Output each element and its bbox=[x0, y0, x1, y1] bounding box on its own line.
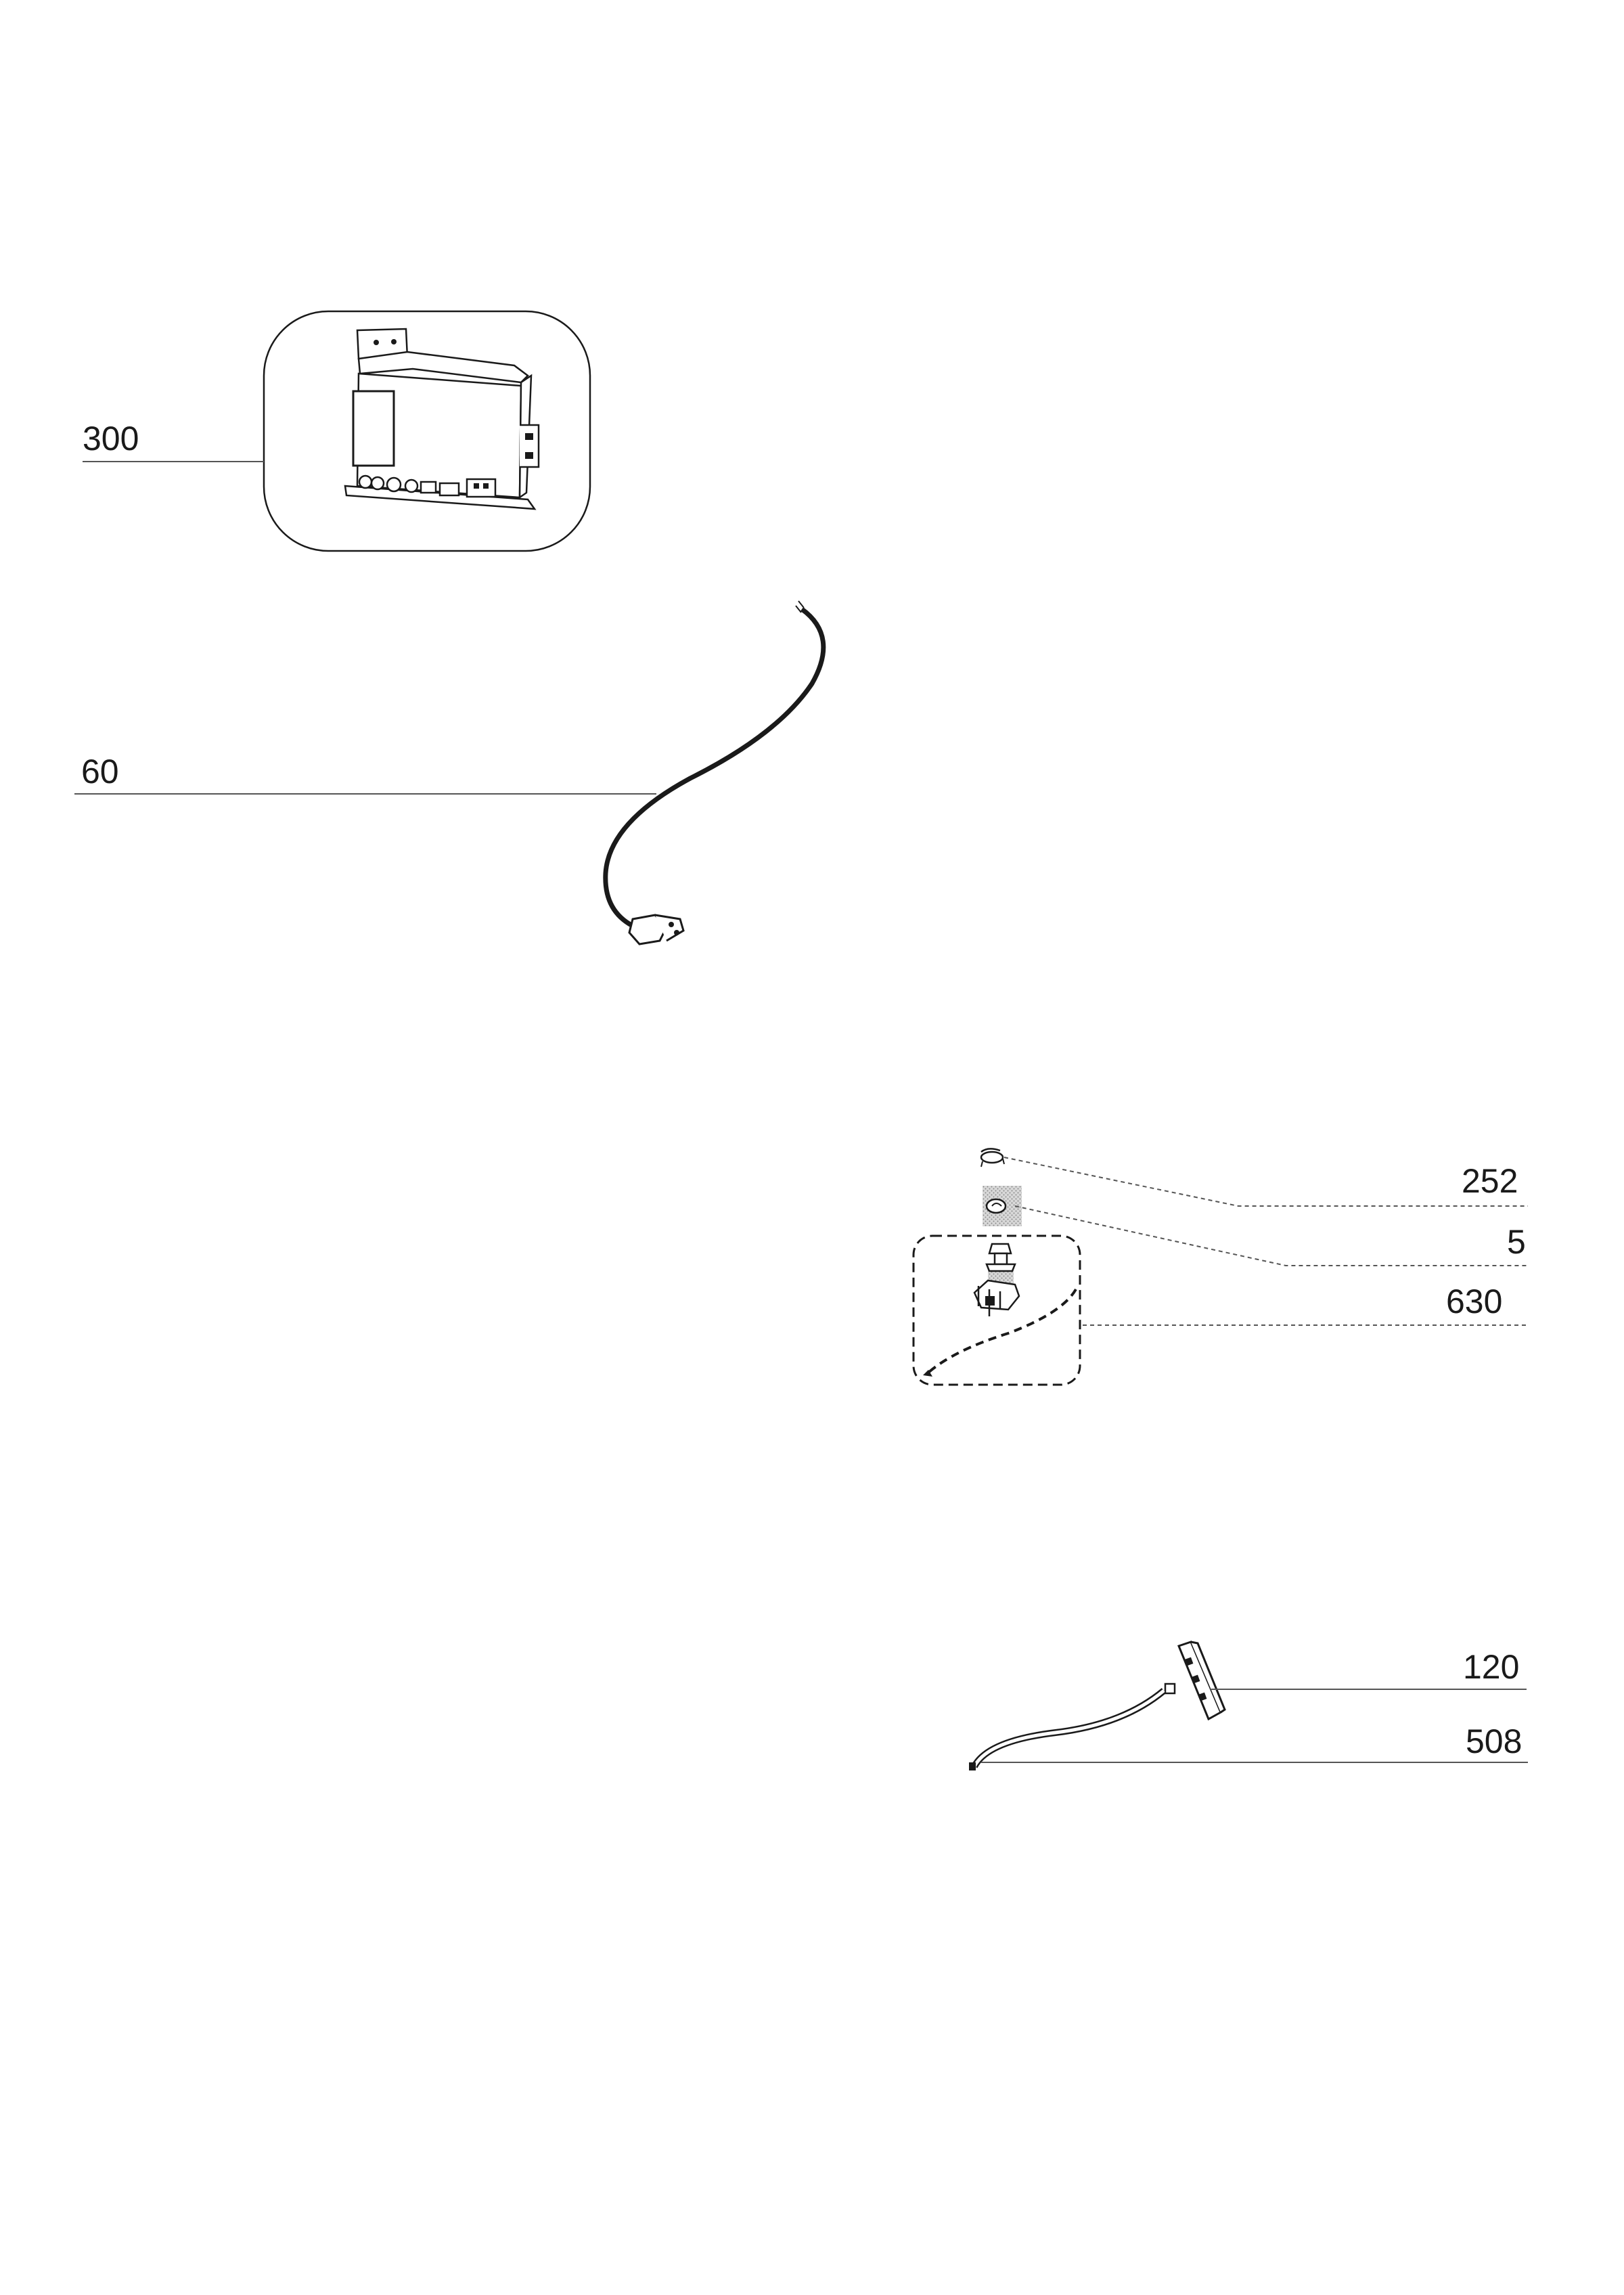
part-630-dashed-frame bbox=[912, 1234, 1081, 1386]
callout-60: 60 bbox=[81, 753, 119, 790]
part-252-clip bbox=[980, 1148, 1005, 1167]
callout-120: 120 bbox=[1463, 1648, 1519, 1686]
part-630-valve-assembly bbox=[912, 1234, 1081, 1386]
part-508-cable bbox=[969, 1688, 1167, 1770]
callout-630: 630 bbox=[1446, 1283, 1502, 1320]
leader-5 bbox=[1014, 1205, 1528, 1266]
callout-300: 300 bbox=[83, 420, 139, 458]
callout-252: 252 bbox=[1462, 1162, 1518, 1200]
callout-5: 5 bbox=[1507, 1223, 1526, 1261]
part-300-rounded-frame bbox=[263, 310, 591, 552]
part-300-control-board bbox=[263, 310, 591, 552]
part-120-connector-block bbox=[1164, 1641, 1226, 1721]
callout-508: 508 bbox=[1466, 1722, 1522, 1760]
part-60-power-cord bbox=[603, 600, 826, 945]
leader-252 bbox=[1003, 1157, 1528, 1207]
